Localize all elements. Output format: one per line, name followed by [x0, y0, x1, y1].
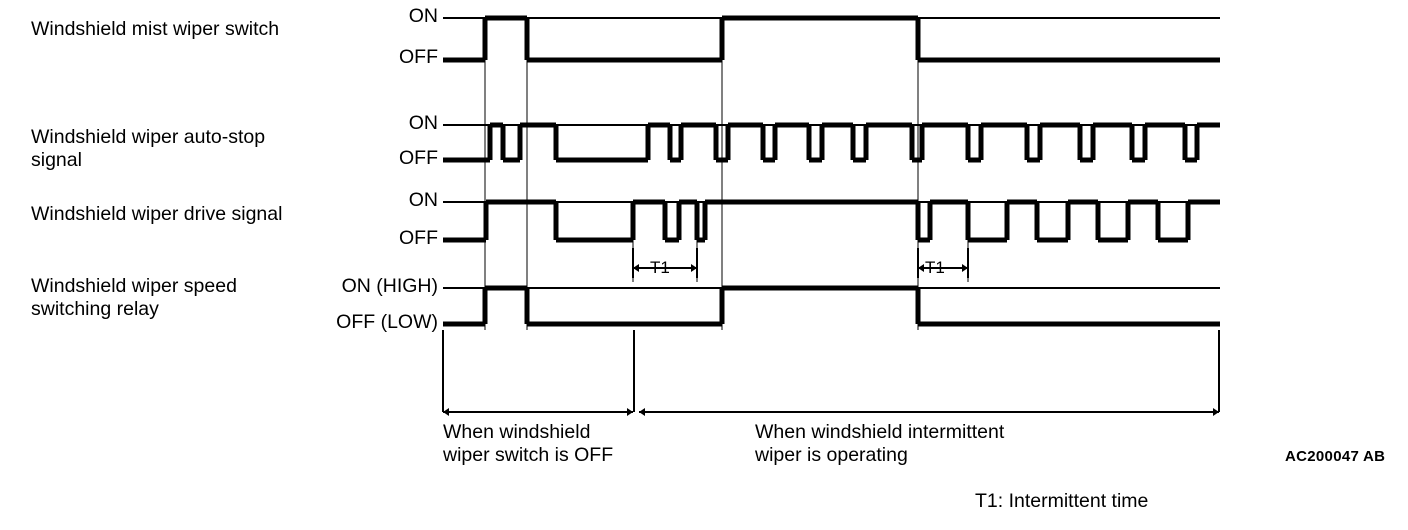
- state-label-mist-on: ON: [408, 5, 438, 27]
- anno-t1-second-arrowhead-1: [962, 264, 968, 272]
- t1-note: T1: Intermittent time: [975, 490, 1149, 512]
- anno-phase-intermittent-arrowhead-0: [639, 408, 645, 416]
- state-label-drive-on: ON: [408, 189, 438, 211]
- waveform-group: [443, 15, 1220, 327]
- phase-caption-switch-off: When windshield wiper switch is OFF: [443, 421, 614, 466]
- anno-t1-first-arrowhead-1: [691, 264, 697, 272]
- state-label-mist-off: OFF: [399, 46, 438, 68]
- anno-t1-first-arrowhead-0: [633, 264, 639, 272]
- state-label-relay-off-low: OFF (LOW): [336, 311, 438, 333]
- interval-label-t1-first: T1: [650, 258, 670, 277]
- anno-phase-intermittent-arrowhead-1: [1213, 408, 1219, 416]
- signal-label-wiper-auto-stop-signal: Windshield wiper auto-stop signal: [31, 126, 266, 171]
- state-label-autostop-on: ON: [408, 112, 438, 134]
- anno-phase-switch-off-arrowhead-1: [627, 408, 633, 416]
- annotation-group: [442, 248, 1220, 416]
- phase-caption-intermittent: When windshield intermittent wiper is op…: [755, 421, 1005, 466]
- signal-label-wiper-drive-signal: Windshield wiper drive signal: [31, 203, 283, 225]
- state-label-drive-off: OFF: [399, 227, 438, 249]
- interval-label-t1-second: T1: [925, 258, 945, 277]
- state-label-autostop-off: OFF: [399, 147, 438, 169]
- anno-phase-switch-off-arrowhead-0: [443, 408, 449, 416]
- signal-label-wiper-speed-switching-relay: Windshield wiper speed switching relay: [31, 275, 237, 320]
- figure-code: AC200047 AB: [1285, 448, 1386, 465]
- anno-t1-second-arrowhead-0: [918, 264, 924, 272]
- signal-label-mist-wiper-switch: Windshield mist wiper switch: [31, 18, 280, 40]
- guideline-group: [484, 18, 969, 330]
- state-label-relay-on-high: ON (HIGH): [341, 275, 438, 297]
